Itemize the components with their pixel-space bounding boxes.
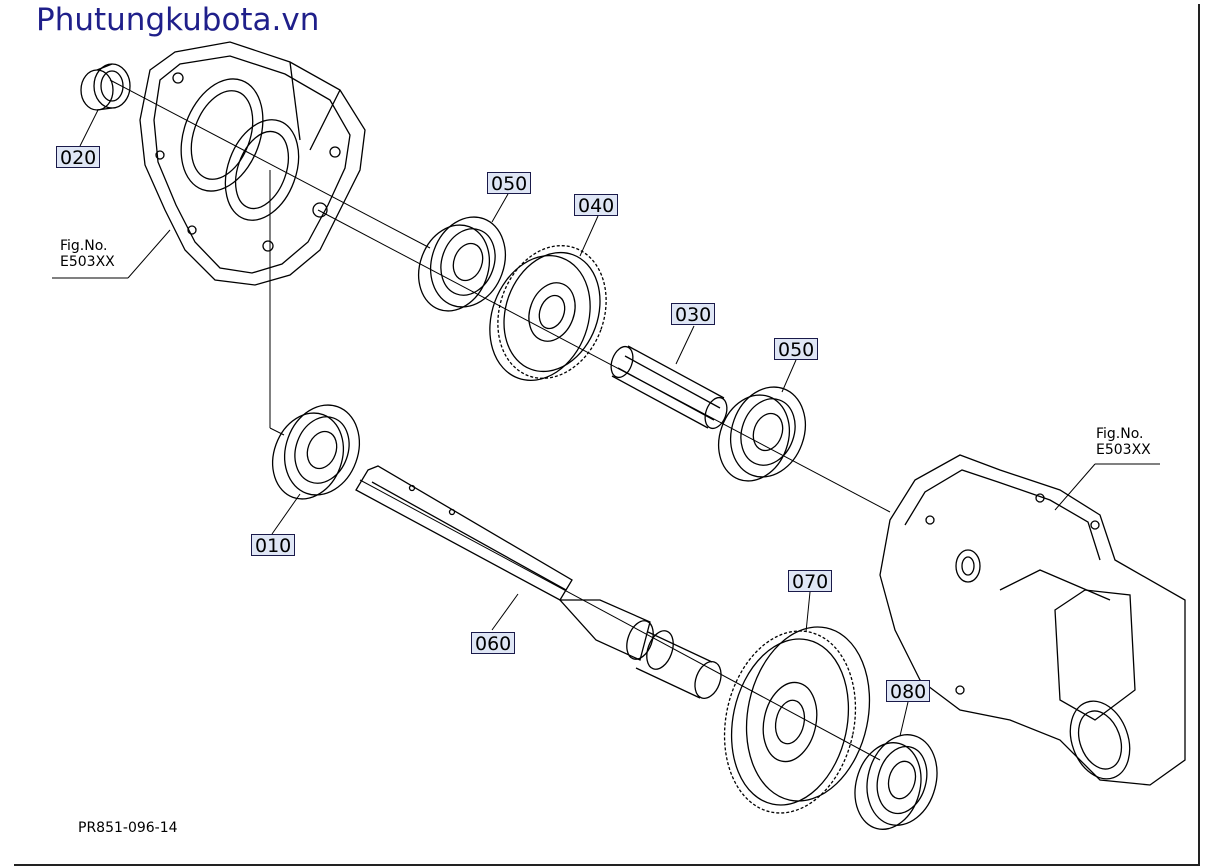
callout-leaders bbox=[52, 109, 1160, 737]
figure-reference-label: Fig.No. bbox=[60, 238, 108, 254]
callout-040[interactable]: 040 bbox=[574, 194, 619, 217]
figure-reference-left: Fig.No. E503XX bbox=[60, 238, 115, 270]
brand-watermark: Phutungkubota.vn bbox=[36, 2, 320, 38]
ball-bearing-050-upper bbox=[418, 216, 506, 312]
gear-housing-left bbox=[139, 41, 366, 286]
main-shaft-060 bbox=[355, 465, 722, 699]
ball-bearing-010 bbox=[272, 404, 360, 500]
drawing-code: PR851-096-14 bbox=[78, 820, 178, 836]
figure-reference-number: E503XX bbox=[1096, 442, 1151, 458]
splined-shaft-030 bbox=[610, 345, 728, 430]
axis-lines bbox=[109, 79, 891, 761]
ball-bearing-050-lower bbox=[718, 386, 806, 482]
gear-housing-right bbox=[879, 454, 1186, 786]
oil-seal-020 bbox=[80, 63, 131, 111]
figure-reference-label: Fig.No. bbox=[1096, 426, 1144, 442]
callout-070[interactable]: 070 bbox=[788, 570, 833, 593]
callout-050-upper[interactable]: 050 bbox=[487, 172, 532, 195]
callout-010[interactable]: 010 bbox=[251, 534, 296, 557]
drawing-frame bbox=[14, 4, 1200, 866]
callout-030[interactable]: 030 bbox=[671, 303, 716, 326]
callout-050-lower[interactable]: 050 bbox=[774, 338, 819, 361]
gear-040 bbox=[489, 245, 607, 381]
figure-reference-number: E503XX bbox=[60, 254, 115, 270]
ball-bearing-080 bbox=[854, 734, 938, 830]
callout-080[interactable]: 080 bbox=[886, 680, 931, 703]
callout-060[interactable]: 060 bbox=[471, 632, 516, 655]
figure-reference-right: Fig.No. E503XX bbox=[1096, 426, 1151, 458]
gear-070 bbox=[723, 626, 871, 814]
callout-020[interactable]: 020 bbox=[56, 146, 101, 169]
